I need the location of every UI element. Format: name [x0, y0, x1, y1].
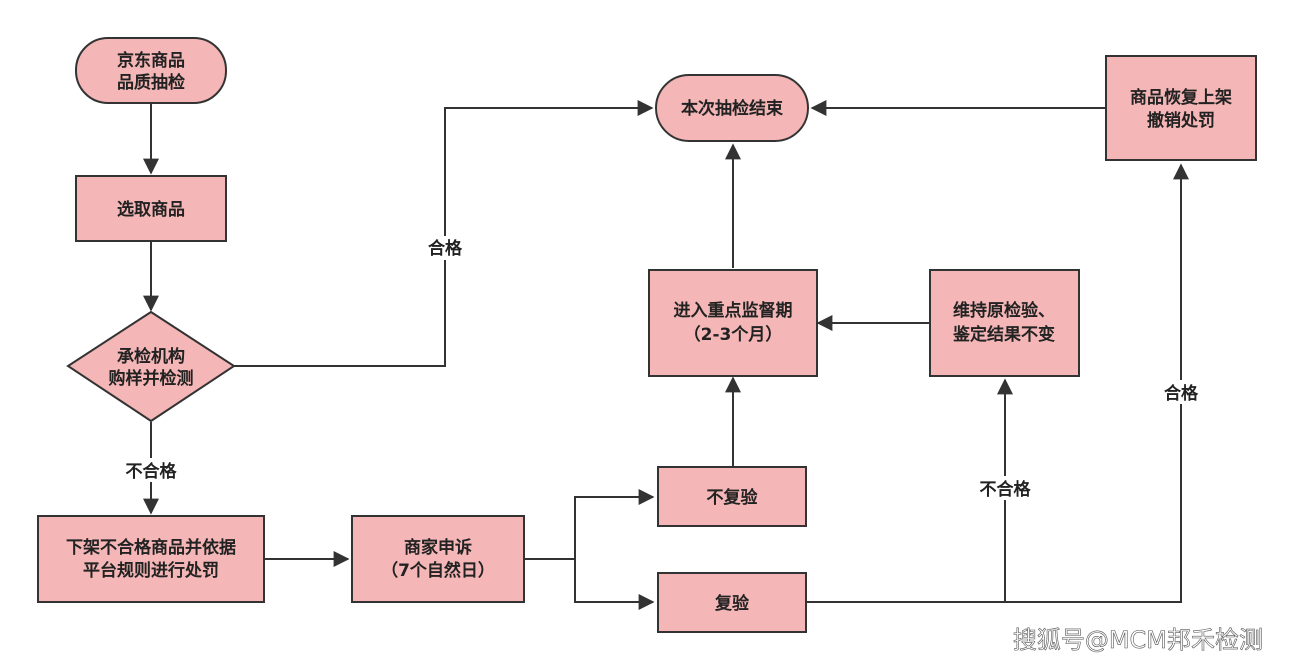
edge-label-pass-restore: 合格	[1164, 383, 1199, 404]
edge-appeal-norecheck	[524, 489, 655, 560]
node-recheck-line1: 复验	[714, 593, 750, 614]
edges	[143, 100, 1189, 610]
node-restore-line2: 撤销处罚	[1147, 110, 1215, 131]
node-no-recheck: 不复验	[657, 466, 807, 527]
node-appeal-line1: 商家申诉	[404, 537, 472, 558]
edge-appeal-recheck	[574, 559, 655, 610]
node-end: 本次抽检结束	[655, 74, 809, 142]
node-delist: 下架不合格商品并依据 平台规则进行处罚	[37, 515, 265, 603]
node-inspect: 承检机构 购样并检测	[66, 310, 236, 423]
node-supervision: 进入重点监督期 （2-3个月）	[648, 269, 818, 377]
node-supervision-line1: 进入重点监督期	[674, 300, 793, 321]
node-start-line2: 品质抽检	[117, 72, 185, 93]
edge-label-pass: 合格	[428, 238, 463, 259]
node-end-line1: 本次抽检结束	[681, 98, 783, 119]
node-restore-line1: 商品恢复上架	[1130, 87, 1232, 108]
node-no-recheck-line1: 不复验	[707, 487, 759, 508]
node-start-line1: 京东商品	[117, 50, 185, 71]
node-maintain-line2: 鉴定结果不变	[952, 324, 1055, 345]
watermark-text: 搜狐号@MCM邦禾检测	[1013, 626, 1263, 654]
node-inspect-line1: 承检机构	[117, 346, 185, 367]
node-delist-line1: 下架不合格商品并依据	[66, 537, 236, 558]
node-maintain-line1: 维持原检验、	[953, 300, 1055, 321]
node-supervision-line2: （2-3个月）	[684, 324, 783, 345]
node-delist-line2: 平台规则进行处罚	[83, 560, 219, 581]
node-select: 选取商品	[75, 175, 227, 242]
node-select-line1: 选取商品	[117, 199, 185, 220]
node-recheck: 复验	[657, 572, 807, 633]
node-inspect-line2: 购样并检测	[109, 368, 194, 389]
edge-label-fail-recheck: 不合格	[980, 479, 1032, 500]
edge-recheck-restore	[1005, 163, 1189, 603]
node-appeal: 商家申诉 （7个自然日）	[351, 515, 525, 603]
node-start: 京东商品 品质抽检	[75, 37, 227, 104]
edge-label-fail: 不合格	[126, 461, 178, 482]
node-restore: 商品恢复上架 撤销处罚	[1105, 55, 1257, 161]
node-appeal-line2: （7个自然日）	[381, 560, 495, 581]
node-maintain: 维持原检验、 鉴定结果不变	[929, 269, 1080, 377]
